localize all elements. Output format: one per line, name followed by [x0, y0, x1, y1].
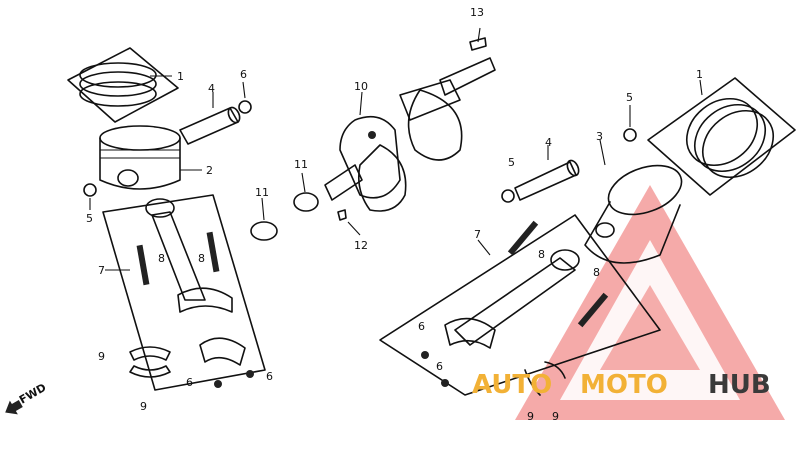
crankshaft [324, 27, 496, 212]
callout-7-left: 7 [98, 264, 105, 277]
callout-6-left-top: 6 [240, 68, 247, 81]
callout-5-right: 5 [508, 156, 515, 169]
callout-13: 13 [470, 6, 484, 19]
callout-9-left-b: 9 [140, 400, 147, 413]
left-bearings [129, 346, 254, 388]
callout-9-left-a: 9 [98, 350, 105, 363]
callout-8-right-b: 8 [593, 266, 600, 279]
callout-6-left-b: 6 [186, 376, 193, 389]
callout-11-left: 11 [255, 186, 269, 199]
watermark-moto: MOTO [580, 370, 668, 400]
callout-7-right: 7 [474, 228, 481, 241]
callout-1-left: 1 [177, 70, 184, 83]
left-pin-clips [83, 81, 252, 210]
right-piston-pin [501, 105, 637, 203]
fwd-label: FWD [17, 381, 48, 407]
callout-6-left-c: 6 [266, 370, 273, 383]
callout-4-right: 4 [545, 136, 552, 149]
watermark-text: AUTO MOTO HUB [472, 370, 771, 400]
watermark-auto: AUTO [472, 370, 552, 400]
left-piston-rings [67, 47, 179, 123]
left-thrust-washer [250, 197, 278, 241]
right-bearings [524, 361, 566, 396]
callout-12: 12 [354, 239, 368, 252]
callout-10: 10 [354, 80, 368, 93]
callout-9-right-a: 9 [527, 410, 534, 423]
callout-6-right-a: 6 [418, 320, 425, 333]
left-piston-pin [179, 92, 241, 145]
callout-labels: 1 2 4 6 5 7 8 8 9 9 6 6 11 11 10 12 13 1… [17, 6, 703, 423]
right-connecting-rod [379, 214, 661, 396]
right-piston [584, 139, 683, 264]
watermark-hub: HUB [708, 370, 771, 400]
callout-6-right-b: 6 [436, 360, 443, 373]
callout-2: 2 [206, 164, 213, 177]
callout-11-center: 11 [294, 158, 308, 171]
left-connecting-rod [102, 194, 266, 391]
callout-5-left: 5 [86, 212, 93, 225]
callout-3: 3 [596, 130, 603, 143]
callout-8-right-a: 8 [538, 248, 545, 261]
watermark-logo [515, 185, 785, 420]
callout-1-right: 1 [696, 68, 703, 81]
callout-4-left: 4 [208, 82, 215, 95]
fwd-arrow [5, 400, 23, 415]
callout-8-left-b: 8 [198, 252, 205, 265]
right-piston-rings [647, 77, 796, 196]
callout-5-right-top: 5 [626, 91, 633, 104]
left-piston [99, 125, 202, 190]
center-washer-key [293, 172, 361, 236]
callout-8-left-a: 8 [158, 252, 165, 265]
callout-9-right-b: 9 [552, 410, 559, 423]
